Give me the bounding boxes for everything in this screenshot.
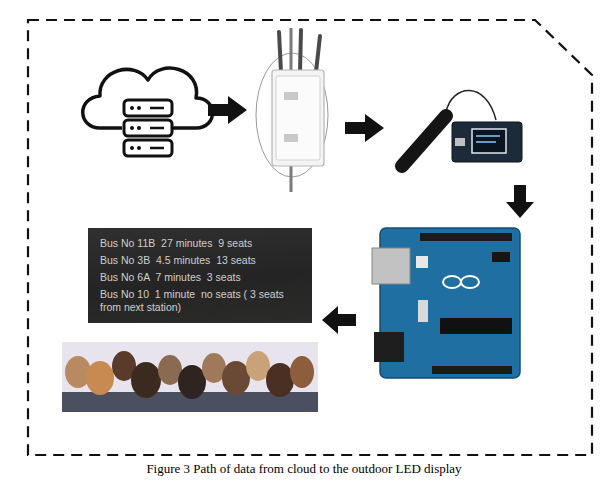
server-unit <box>124 120 172 136</box>
antenna <box>279 32 281 72</box>
audience-photo <box>62 342 318 412</box>
server-unit <box>124 100 172 116</box>
server-led <box>137 106 141 110</box>
display-line: Bus No 3B 4.5 minutes 13 seats <box>100 254 302 267</box>
server-slot <box>150 147 164 150</box>
usb-port <box>455 138 465 146</box>
reset-button <box>416 256 428 268</box>
antenna <box>402 116 446 166</box>
head <box>131 362 161 398</box>
crystal <box>418 300 428 322</box>
logo-mark <box>443 276 461 288</box>
module-board <box>452 122 522 162</box>
antenna-cable <box>446 90 496 120</box>
header-chip <box>492 252 510 262</box>
logo-mark <box>461 276 479 288</box>
pin-header <box>432 366 512 374</box>
server-led <box>137 146 141 150</box>
cable-loop <box>256 53 328 177</box>
usb-jack <box>372 248 410 284</box>
display-line: Bus No 10 1 minute no seats ( 3 seats fr… <box>100 288 302 314</box>
head <box>290 356 314 388</box>
server-unit <box>124 140 172 156</box>
cloud-server-icon <box>83 68 213 156</box>
server-slot <box>150 127 164 130</box>
head <box>266 363 294 397</box>
server-led <box>137 126 141 130</box>
oled-glow <box>476 141 496 143</box>
antenna <box>300 30 301 72</box>
router-face <box>276 76 320 160</box>
server-led <box>130 106 134 110</box>
display-line: Bus No 6A 7 minutes 3 seats <box>100 271 302 284</box>
head <box>178 365 206 399</box>
flow-arrow <box>322 306 356 334</box>
server-led <box>130 126 134 130</box>
photo-ground <box>62 342 318 412</box>
flow-arrow <box>208 96 247 124</box>
pin-header <box>420 233 512 241</box>
dashed-frame <box>28 20 592 455</box>
gateway-router <box>256 28 328 192</box>
router-housing <box>272 70 324 166</box>
microcontroller-chip <box>440 318 512 334</box>
arduino-board <box>372 228 520 378</box>
head <box>222 361 250 395</box>
server-slot <box>150 107 164 110</box>
power-jack <box>374 332 404 362</box>
pole-bracket <box>284 92 298 100</box>
antenna <box>316 36 320 72</box>
flow-arrow <box>345 114 384 142</box>
lora-module <box>402 90 522 166</box>
flow-arrow <box>506 185 534 218</box>
oled-screen <box>472 129 506 153</box>
server-led <box>130 146 134 150</box>
led-display: Bus No 11B 27 minutes 9 seatsBus No 3B 4… <box>88 228 312 323</box>
head <box>86 361 114 395</box>
pole-bracket <box>284 134 298 142</box>
display-line: Bus No 11B 27 minutes 9 seats <box>100 237 302 250</box>
oled-glow <box>476 135 500 137</box>
figure-caption: Figure 3 Path of data from cloud to the … <box>0 461 608 477</box>
